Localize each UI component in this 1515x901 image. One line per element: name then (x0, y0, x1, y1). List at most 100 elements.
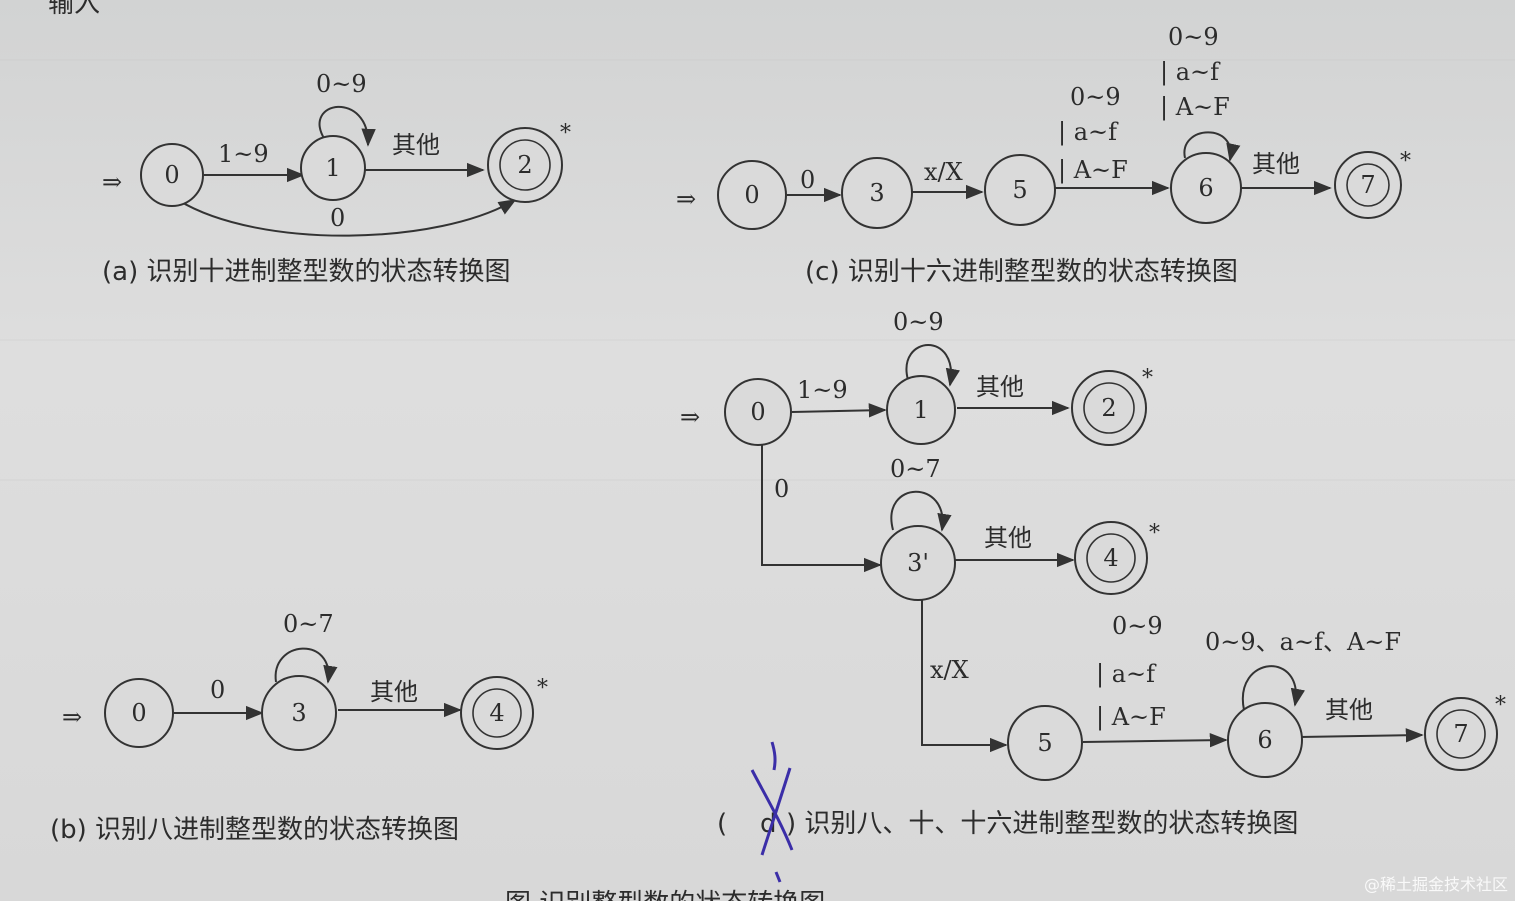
state-c-7-label: 7 (1360, 171, 1375, 199)
edge-d-0-1-label: 1~9 (797, 376, 848, 404)
loop-c-6-label-3: | A~F (1160, 93, 1230, 122)
accept-ring-a-2 (499, 139, 551, 191)
watermark: @稀土掘金技术社区 (1364, 875, 1508, 894)
edge-d-1-2-label: 其他 (976, 373, 1024, 401)
edge-c-5-6-label-1: 0~9 (1070, 83, 1121, 111)
state-d-2 (1071, 370, 1147, 446)
accept-ring-b-4 (472, 688, 522, 738)
accept-mark-d-2: * (1142, 366, 1153, 391)
state-d-4 (1074, 521, 1148, 595)
state-c-5 (984, 154, 1056, 226)
loop-d-3-label: 0~7 (890, 455, 941, 483)
accept-ring-d-7 (1436, 709, 1486, 759)
edge-d-0-3 (761, 445, 882, 573)
diagram-b: ⇒ 0 3 4 * 0 0~7 其他 (b) 识别八进制整型数的状态转换图 (50, 610, 548, 845)
loop-c-6-label-1: 0~9 (1168, 23, 1219, 51)
state-c-5-label: 5 (1012, 176, 1027, 204)
accept-ring-c-7 (1346, 163, 1390, 207)
state-a-1-label: 1 (325, 154, 340, 182)
header-partial-text: 输入 (48, 0, 100, 19)
edge-d-6-7-label: 其他 (1325, 696, 1373, 724)
loop-d-3 (890, 490, 952, 532)
caption-d-prefix: ( (717, 809, 727, 839)
edge-d-0-3-label: 0 (774, 475, 789, 503)
accept-ring-d-4 (1086, 533, 1136, 583)
state-b-4-label: 4 (489, 699, 504, 727)
state-d-0 (724, 378, 792, 446)
start-arrow-icon: ⇒ (62, 703, 82, 731)
accept-mark-d-4: * (1149, 521, 1160, 546)
diagram-d: ⇒ 0 1 2 * 3' 4 * 5 6 7 * 1~9 0~9 (680, 308, 1506, 839)
start-arrow-icon: ⇒ (102, 168, 122, 196)
edge-a-0-2-label: 0 (330, 204, 345, 232)
state-b-0 (104, 678, 174, 748)
edge-d-6-7 (1299, 728, 1424, 743)
start-arrow-icon: ⇒ (676, 185, 696, 213)
footer-partial-text: 图 识别整型数的状态转换图 (505, 889, 825, 901)
state-b-0-label: 0 (131, 699, 146, 727)
edge-d-5-6-label-2: | a~f (1096, 660, 1157, 689)
state-c-6 (1170, 152, 1242, 224)
diagram-a: ⇒ 0 1 2 * 1~9 0~9 其他 0 (a) 识别十进制整型数的状态转换… (102, 70, 571, 287)
edge-c-5-6-label-3: | A~F (1058, 156, 1128, 185)
state-c-6-label: 6 (1198, 174, 1213, 202)
state-d-1-label: 1 (913, 396, 928, 424)
state-d-5 (1007, 705, 1083, 781)
edge-d-3-4-label: 其他 (984, 524, 1032, 552)
edge-d-0-1 (791, 403, 887, 418)
state-d-6 (1227, 702, 1303, 778)
accept-mark-c: * (1400, 149, 1411, 174)
paper-texture (0, 59, 1515, 481)
state-a-0 (140, 143, 204, 207)
caption-a: (a) 识别十进制整型数的状态转换图 (102, 257, 511, 287)
state-d-3p-label: 3' (907, 549, 929, 577)
edge-c-5-6-label-2: | a~f (1058, 118, 1119, 147)
edge-d-3-5-label: x/X (930, 656, 969, 684)
edge-c-6-7-label: 其他 (1252, 150, 1300, 178)
caption-c: (c) 识别十六进制整型数的状态转换图 (805, 257, 1238, 287)
state-c-3-label: 3 (869, 179, 884, 207)
state-d-6-label: 6 (1257, 726, 1272, 754)
edge-b-3-4-label: 其他 (370, 678, 418, 706)
loop-b-3 (274, 647, 338, 684)
start-arrow-icon: ⇒ (680, 403, 700, 431)
caption-d-suffix: ) 识别八、十、十六进制整型数的状态转换图 (786, 809, 1298, 839)
accept-mark-d-7: * (1495, 693, 1506, 718)
diagram-c: ⇒ 0 3 5 6 7 * 0 x/X 0~9 | a~f | A~F 0~9 … (676, 23, 1411, 287)
state-a-0-label: 0 (164, 161, 179, 189)
accept-ring-d-2 (1083, 382, 1135, 434)
state-a-1 (300, 135, 366, 201)
edge-d-5-6 (1082, 733, 1228, 748)
loop-d-1-label: 0~9 (893, 308, 944, 336)
state-d-2-label: 2 (1101, 394, 1116, 422)
edge-b-0-3-label: 0 (210, 676, 225, 704)
accept-mark-a: * (560, 121, 571, 146)
edge-c-3-5-label: x/X (924, 158, 963, 186)
edge-d-3-5 (921, 600, 1008, 753)
state-b-3 (261, 675, 337, 751)
state-c-3 (841, 157, 913, 229)
state-c-7 (1334, 151, 1402, 219)
state-d-7 (1424, 697, 1498, 771)
handwritten-cross-mark (750, 741, 794, 883)
edge-c-0-3-label: 0 (800, 166, 815, 194)
state-b-3-label: 3 (291, 699, 306, 727)
state-d-0-label: 0 (750, 398, 765, 426)
loop-c-6 (1183, 131, 1241, 162)
loop-a-1 (318, 105, 376, 147)
loop-d-1 (905, 344, 960, 387)
edge-d-5-6-label-1: 0~9 (1112, 612, 1163, 640)
loop-d-6-label: 0~9、a~f、A~F (1205, 628, 1401, 656)
loop-b-3-label: 0~7 (283, 610, 334, 638)
loop-c-6-label-2: | a~f (1160, 58, 1221, 87)
state-b-4 (460, 676, 534, 750)
edge-a-0-1-label: 1~9 (218, 140, 269, 168)
caption-b: (b) 识别八进制整型数的状态转换图 (50, 815, 459, 845)
edge-a-1-2-label: 其他 (392, 131, 440, 159)
edge-d-5-6-label-3: | A~F (1096, 703, 1166, 732)
caption-d-letter: d (760, 809, 777, 839)
state-a-2-label: 2 (517, 151, 532, 179)
state-d-7-label: 7 (1453, 720, 1468, 748)
